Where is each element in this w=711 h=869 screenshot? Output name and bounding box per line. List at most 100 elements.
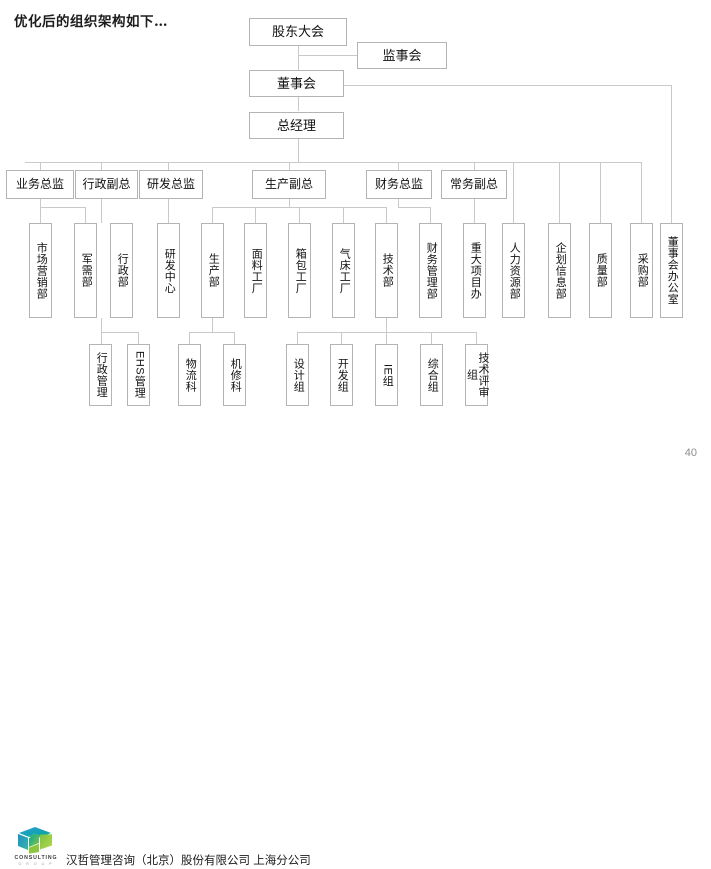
connector-biz-marketing (40, 207, 41, 223)
node-design-group[interactable]: 设计组 (286, 344, 309, 406)
connector-bus-fin (398, 162, 399, 170)
node-maintenance-section[interactable]: 机修科 (223, 344, 246, 406)
node-board-of-supervisors[interactable]: 监事会 (357, 42, 447, 69)
connector-tech-dev (341, 332, 342, 344)
node-tech-review-group[interactable]: 技术评审组 (465, 344, 489, 406)
node-hr-dept[interactable]: 人力资源部 (502, 223, 525, 318)
connector-fin-down (398, 199, 399, 208)
node-technology-dept[interactable]: 技术部 (375, 223, 398, 318)
connector-bus-rd (168, 162, 169, 170)
node-major-project-office[interactable]: 重大项目办 (463, 223, 486, 318)
node-label: 箱包工厂 (294, 247, 307, 294)
connector-adminDept-down (101, 318, 102, 333)
connector-biz-military (85, 207, 86, 223)
page-number: 40 (684, 447, 697, 459)
node-label: 监事会 (382, 47, 422, 63)
node-planning-info-dept[interactable]: 企划信息部 (548, 223, 571, 318)
node-business-director[interactable]: 业务总监 (6, 170, 74, 199)
connector-fin-bus (398, 207, 431, 208)
connector-board-office-horizontal (344, 85, 672, 86)
connector-production-bus (189, 332, 235, 333)
node-shareholders-meeting[interactable]: 股东大会 (249, 18, 347, 46)
node-label: 行政副总 (82, 177, 131, 192)
node-label: 财务管理部 (425, 241, 438, 300)
node-label: 面料工厂 (250, 247, 263, 294)
node-label: 董事会办公室 (666, 236, 679, 305)
node-ie-group[interactable]: IE组 (375, 344, 398, 406)
node-executive-vp[interactable]: 常务副总 (441, 170, 507, 199)
connector-gm-down (298, 139, 299, 163)
node-label: 研发中心 (163, 247, 176, 294)
node-board-of-directors[interactable]: 董事会 (249, 70, 344, 97)
node-admin-vp[interactable]: 行政副总 (75, 170, 138, 199)
connector-tech-bus (297, 332, 477, 333)
connector-production-down (212, 318, 213, 333)
node-label: 企划信息部 (554, 241, 567, 300)
node-label: 业务总监 (15, 177, 64, 192)
node-label: 董事会 (276, 75, 316, 91)
node-label: 财务总监 (374, 177, 423, 192)
connector-tech-general (431, 332, 432, 344)
connector-prod-tech (386, 207, 387, 223)
connector-production-logistics (189, 332, 190, 344)
node-rd-director[interactable]: 研发总监 (139, 170, 203, 199)
node-finance-mgmt-dept[interactable]: 财务管理部 (419, 223, 442, 318)
connector-prod-bag (299, 207, 300, 223)
node-finance-director[interactable]: 财务总监 (366, 170, 432, 199)
slide-canvas: 优化后的组织架构如下… (0, 14, 711, 867)
node-label: 生产副总 (264, 177, 313, 192)
node-label: 人力资源部 (508, 241, 521, 300)
node-board-office[interactable]: 董事会办公室 (660, 223, 683, 318)
logo-subtext: G R O U P (18, 862, 54, 866)
node-label: 采购部 (636, 253, 649, 288)
node-label: 综合组 (426, 357, 439, 393)
connector-bus-exec (474, 162, 475, 170)
node-admin-dept[interactable]: 行政部 (110, 223, 133, 318)
connector-adminDept-adminMgmt (101, 332, 102, 344)
connector-prod-airbed (343, 207, 344, 223)
company-logo: CONSULTING G R O U P (10, 825, 62, 869)
connector-bus-hr (513, 162, 514, 223)
connector-prod-fabric (255, 207, 256, 223)
node-marketing-dept[interactable]: 市场营销部 (29, 223, 52, 318)
node-logistics-section[interactable]: 物流科 (178, 344, 201, 406)
node-general-manager[interactable]: 总经理 (249, 112, 344, 139)
connector-shareholders-supervisors (298, 55, 358, 56)
node-label: EHS管理 (133, 351, 146, 399)
connector-adminDept-bus (101, 332, 139, 333)
node-admin-management[interactable]: 行政管理 (89, 344, 112, 406)
connector-bus-quality (600, 162, 601, 223)
node-production-vp[interactable]: 生产副总 (252, 170, 326, 199)
node-production-dept[interactable]: 生产部 (201, 223, 224, 318)
node-label: 总经理 (276, 117, 316, 133)
connector-board-office-vertical (671, 85, 672, 223)
node-development-group[interactable]: 开发组 (330, 344, 353, 406)
connector-bus-purchasing (641, 162, 642, 223)
connector-rd-center (168, 199, 169, 223)
node-label: 机修科 (229, 357, 242, 393)
node-label: 研发总监 (146, 177, 195, 192)
node-label: 物流科 (184, 357, 197, 393)
node-label: 开发组 (336, 357, 349, 393)
node-label: IE组 (381, 363, 394, 387)
node-airbed-plant[interactable]: 气床工厂 (332, 223, 355, 318)
slide-footer: CONSULTING G R O U P 汉哲管理咨询（北京）股份有限公司 上海… (0, 415, 711, 867)
node-rd-center[interactable]: 研发中心 (157, 223, 180, 318)
connector-prod-down (289, 199, 290, 208)
connector-bus-prod (289, 162, 290, 170)
node-ehs-management[interactable]: EHS管理 (127, 344, 150, 406)
page-title: 优化后的组织架构如下… (14, 14, 168, 30)
connector-shareholders-down (298, 46, 299, 72)
node-general-group[interactable]: 综合组 (420, 344, 443, 406)
connector-exec-major (474, 207, 475, 223)
node-label: 设计组 (292, 357, 305, 393)
connector-bus-planning (559, 162, 560, 223)
node-purchasing-dept[interactable]: 采购部 (630, 223, 653, 318)
node-label: 气床工厂 (338, 247, 351, 294)
node-fabric-plant[interactable]: 面料工厂 (244, 223, 267, 318)
node-quality-dept[interactable]: 质量部 (589, 223, 612, 318)
node-military-supplies-dept[interactable]: 军需部 (74, 223, 97, 318)
node-label: 军需部 (80, 253, 93, 288)
node-bag-plant[interactable]: 箱包工厂 (288, 223, 311, 318)
connector-fin-finmgmt (430, 207, 431, 223)
